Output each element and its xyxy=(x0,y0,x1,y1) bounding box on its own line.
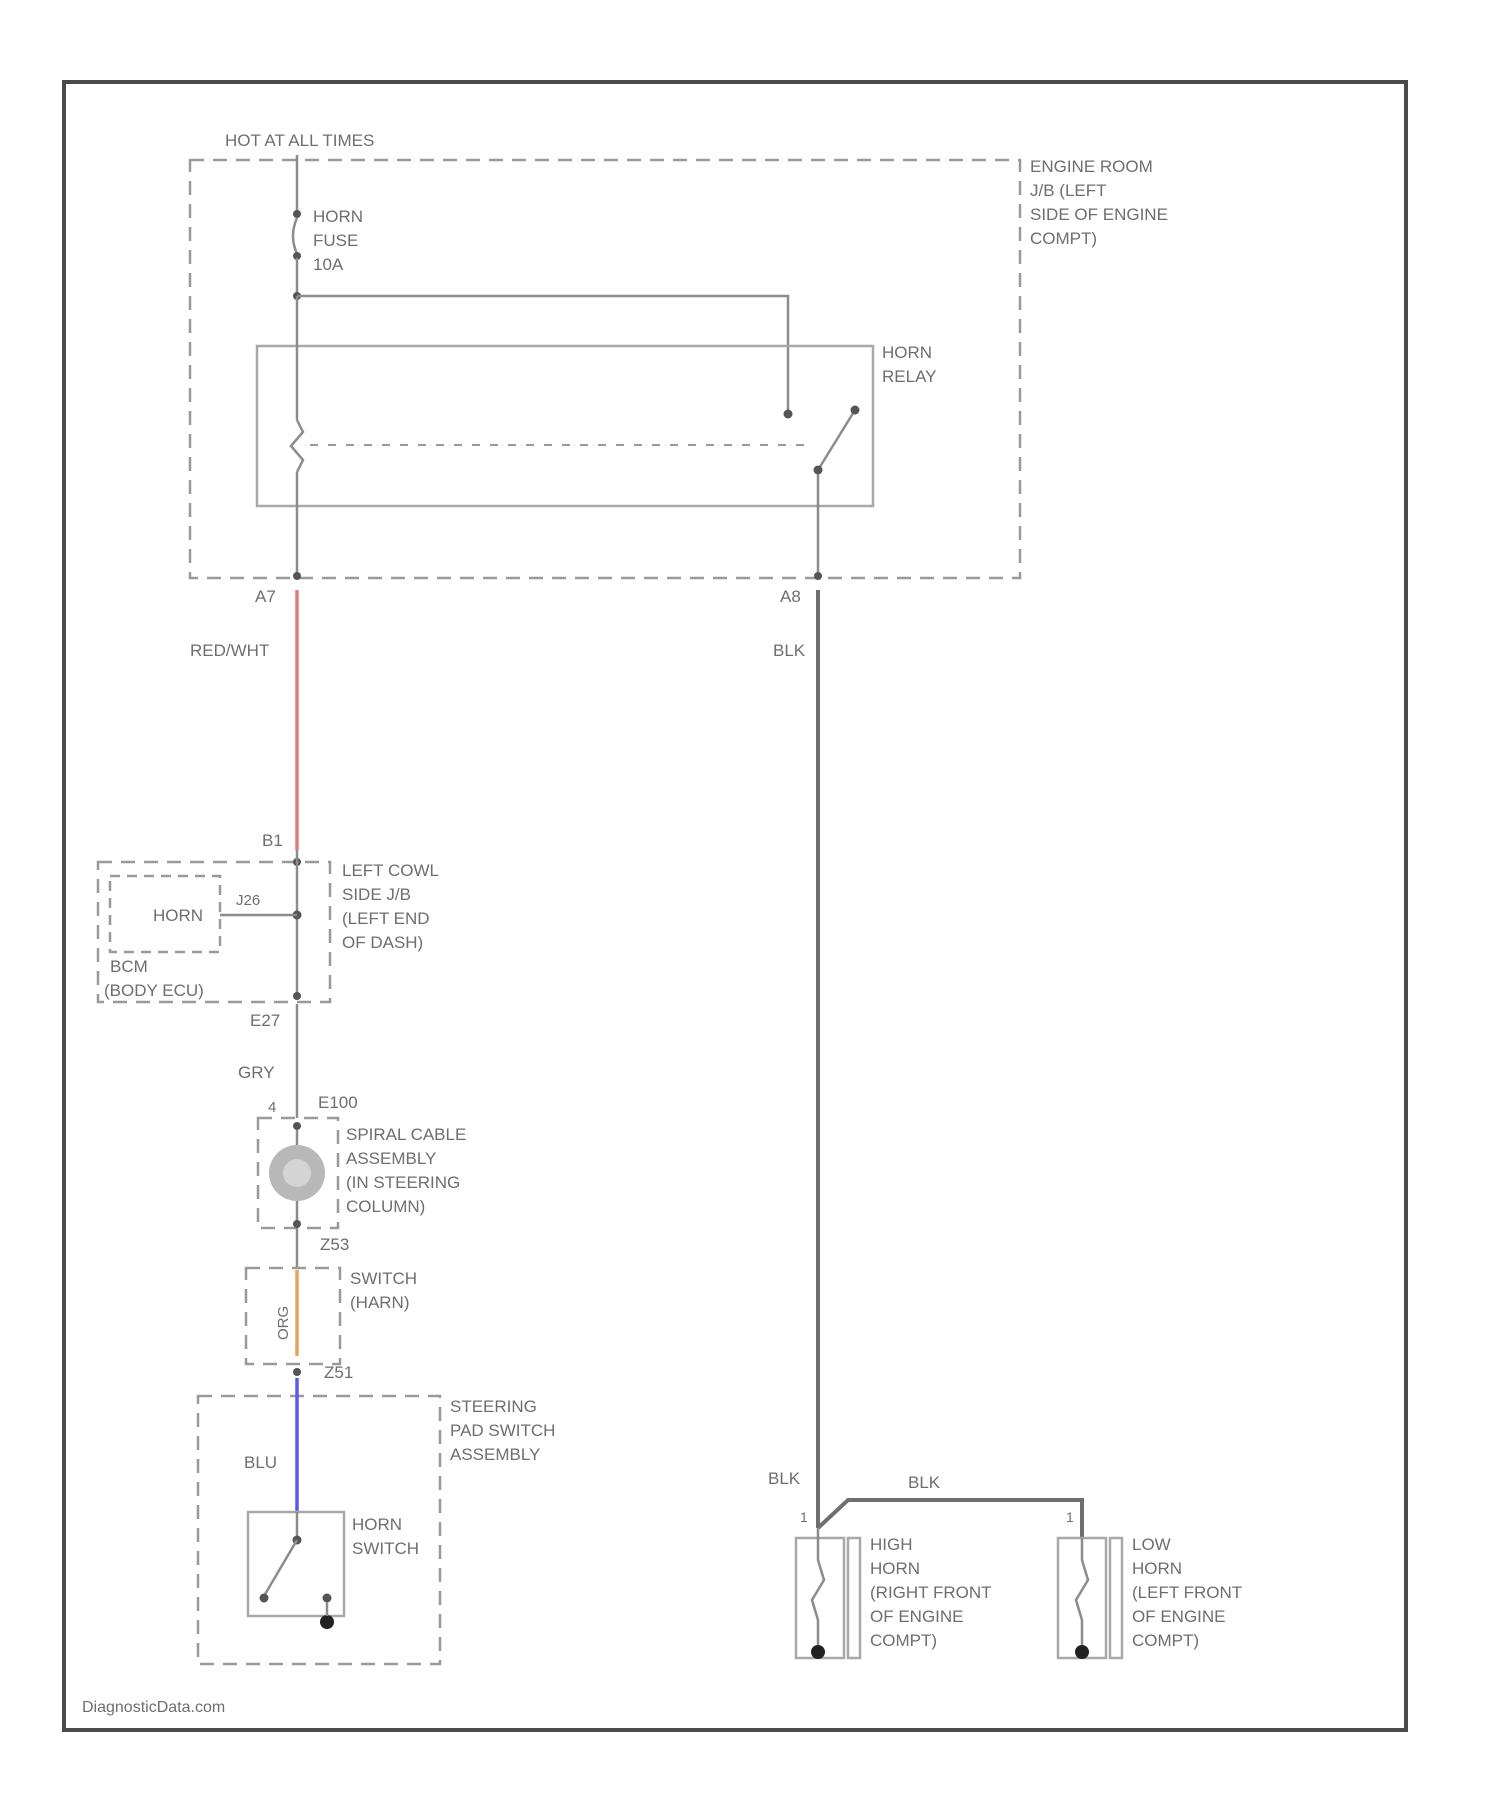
left-cowl-jb-line4: OF DASH) xyxy=(342,933,423,952)
high-horn-line4: OF ENGINE xyxy=(870,1607,964,1626)
switch-harness-line1: SWITCH xyxy=(350,1269,417,1288)
spiral-cable-line3: (IN STEERING xyxy=(346,1173,460,1192)
connector-e27-pin xyxy=(293,992,301,1000)
relay-coil-symbol xyxy=(291,420,303,472)
low-horn-bell xyxy=(1110,1538,1122,1658)
watermark: DiagnosticData.com xyxy=(82,1699,225,1716)
horn-fuse-line3: 10A xyxy=(313,255,344,274)
low-horn-ground xyxy=(1075,1645,1089,1659)
pin-b1-label: B1 xyxy=(262,831,283,850)
left-cowl-jb-line2: SIDE J/B xyxy=(342,885,411,904)
blk-label-top: BLK xyxy=(773,641,806,660)
high-horn-ground xyxy=(811,1645,825,1659)
blu-label: BLU xyxy=(244,1453,277,1472)
horn-relay-line1: HORN xyxy=(882,343,932,362)
horn-switch-ground xyxy=(320,1615,334,1629)
gry-label: GRY xyxy=(238,1063,275,1082)
horn-module-label: HORN xyxy=(153,906,203,925)
pin-1-high-label: 1 xyxy=(800,1509,808,1525)
high-horn-bell xyxy=(848,1538,860,1658)
low-horn-line4: OF ENGINE xyxy=(1132,1607,1226,1626)
high-horn-line1: HIGH xyxy=(870,1535,913,1554)
relay-contact-fixed xyxy=(784,410,793,419)
pin-e27-label: E27 xyxy=(250,1011,280,1030)
switch-harness-box xyxy=(246,1268,340,1364)
blk-label-lower: BLK xyxy=(768,1469,801,1488)
red-wht-label: RED/WHT xyxy=(190,641,269,660)
horn-fuse-line2: FUSE xyxy=(313,231,358,250)
low-horn-line5: COMPT) xyxy=(1132,1631,1199,1650)
steering-pad-line1: STEERING xyxy=(450,1397,537,1416)
horn-fuse-line1: HORN xyxy=(313,207,363,226)
pin-j26-label: J26 xyxy=(236,892,260,909)
connector-z51-pin xyxy=(293,1368,301,1376)
connector-z53-pin xyxy=(293,1220,301,1228)
low-horn-coil xyxy=(1076,1538,1088,1648)
connector-e100-pin xyxy=(293,1122,301,1130)
horn-relay-box xyxy=(257,346,873,506)
spiral-cable-line1: SPIRAL CABLE xyxy=(346,1125,466,1144)
relay-contact-feed-wire xyxy=(297,296,788,412)
horn-switch-contact-b xyxy=(323,1594,332,1603)
spiral-cable-line4: COLUMN) xyxy=(346,1197,425,1216)
pin-1-low-label: 1 xyxy=(1066,1509,1074,1525)
low-horn-line3: (LEFT FRONT xyxy=(1132,1583,1242,1602)
steering-pad-line2: PAD SWITCH xyxy=(450,1421,555,1440)
blk-label-bridge: BLK xyxy=(908,1473,941,1492)
horn-switch-line2: SWITCH xyxy=(352,1539,419,1558)
high-horn-body xyxy=(796,1538,844,1658)
relay-contact-open xyxy=(851,406,860,415)
horn-relay-line2: RELAY xyxy=(882,367,937,386)
steering-pad-box xyxy=(198,1396,440,1664)
high-horn-line5: COMPT) xyxy=(870,1631,937,1650)
connector-a7-pin xyxy=(293,572,301,580)
low-horn-line2: HORN xyxy=(1132,1559,1182,1578)
relay-switch-arm xyxy=(818,410,855,470)
engine-room-jb-line4: COMPT) xyxy=(1030,229,1097,248)
horn-fuse-symbol xyxy=(293,218,297,254)
org-label: ORG xyxy=(275,1306,292,1340)
horn-switch-contact-a xyxy=(260,1594,269,1603)
high-horn-line2: HORN xyxy=(870,1559,920,1578)
pin-a7-label: A7 xyxy=(255,587,276,606)
steering-pad-line3: ASSEMBLY xyxy=(450,1445,540,1464)
pin-a8-label: A8 xyxy=(780,587,801,606)
horn-switch-arm xyxy=(264,1540,297,1596)
switch-harness-line2: (HARN) xyxy=(350,1293,410,1312)
relay-contact-pivot xyxy=(814,466,823,475)
connector-a8-pin xyxy=(814,572,822,580)
high-horn-line3: (RIGHT FRONT xyxy=(870,1583,992,1602)
diagram-frame xyxy=(64,82,1406,1730)
horn-switch-line1: HORN xyxy=(352,1515,402,1534)
spiral-cable-line2: ASSEMBLY xyxy=(346,1149,436,1168)
left-cowl-jb-line3: (LEFT END xyxy=(342,909,430,928)
low-horn-line1: LOW xyxy=(1132,1535,1171,1554)
pin-z53-label: Z53 xyxy=(320,1235,349,1254)
blk-bridge-wire xyxy=(818,1500,1082,1538)
fuse-terminal-top xyxy=(293,210,301,218)
high-horn-coil xyxy=(812,1528,824,1648)
engine-room-jb-line1: ENGINE ROOM xyxy=(1030,157,1153,176)
pin-z51-label: Z51 xyxy=(324,1363,353,1382)
bcm-line2: (BODY ECU) xyxy=(104,981,204,1000)
engine-room-jb-line3: SIDE OF ENGINE xyxy=(1030,205,1168,224)
pin-4-label: 4 xyxy=(268,1099,276,1116)
left-cowl-jb-line1: LEFT COWL xyxy=(342,861,439,880)
engine-room-jb-line2: J/B (LEFT xyxy=(1030,181,1107,200)
pin-e100-label: E100 xyxy=(318,1093,358,1112)
spiral-cable-inner xyxy=(283,1159,311,1187)
hot-at-all-times-label: HOT AT ALL TIMES xyxy=(225,131,374,150)
bcm-line1: BCM xyxy=(110,957,148,976)
